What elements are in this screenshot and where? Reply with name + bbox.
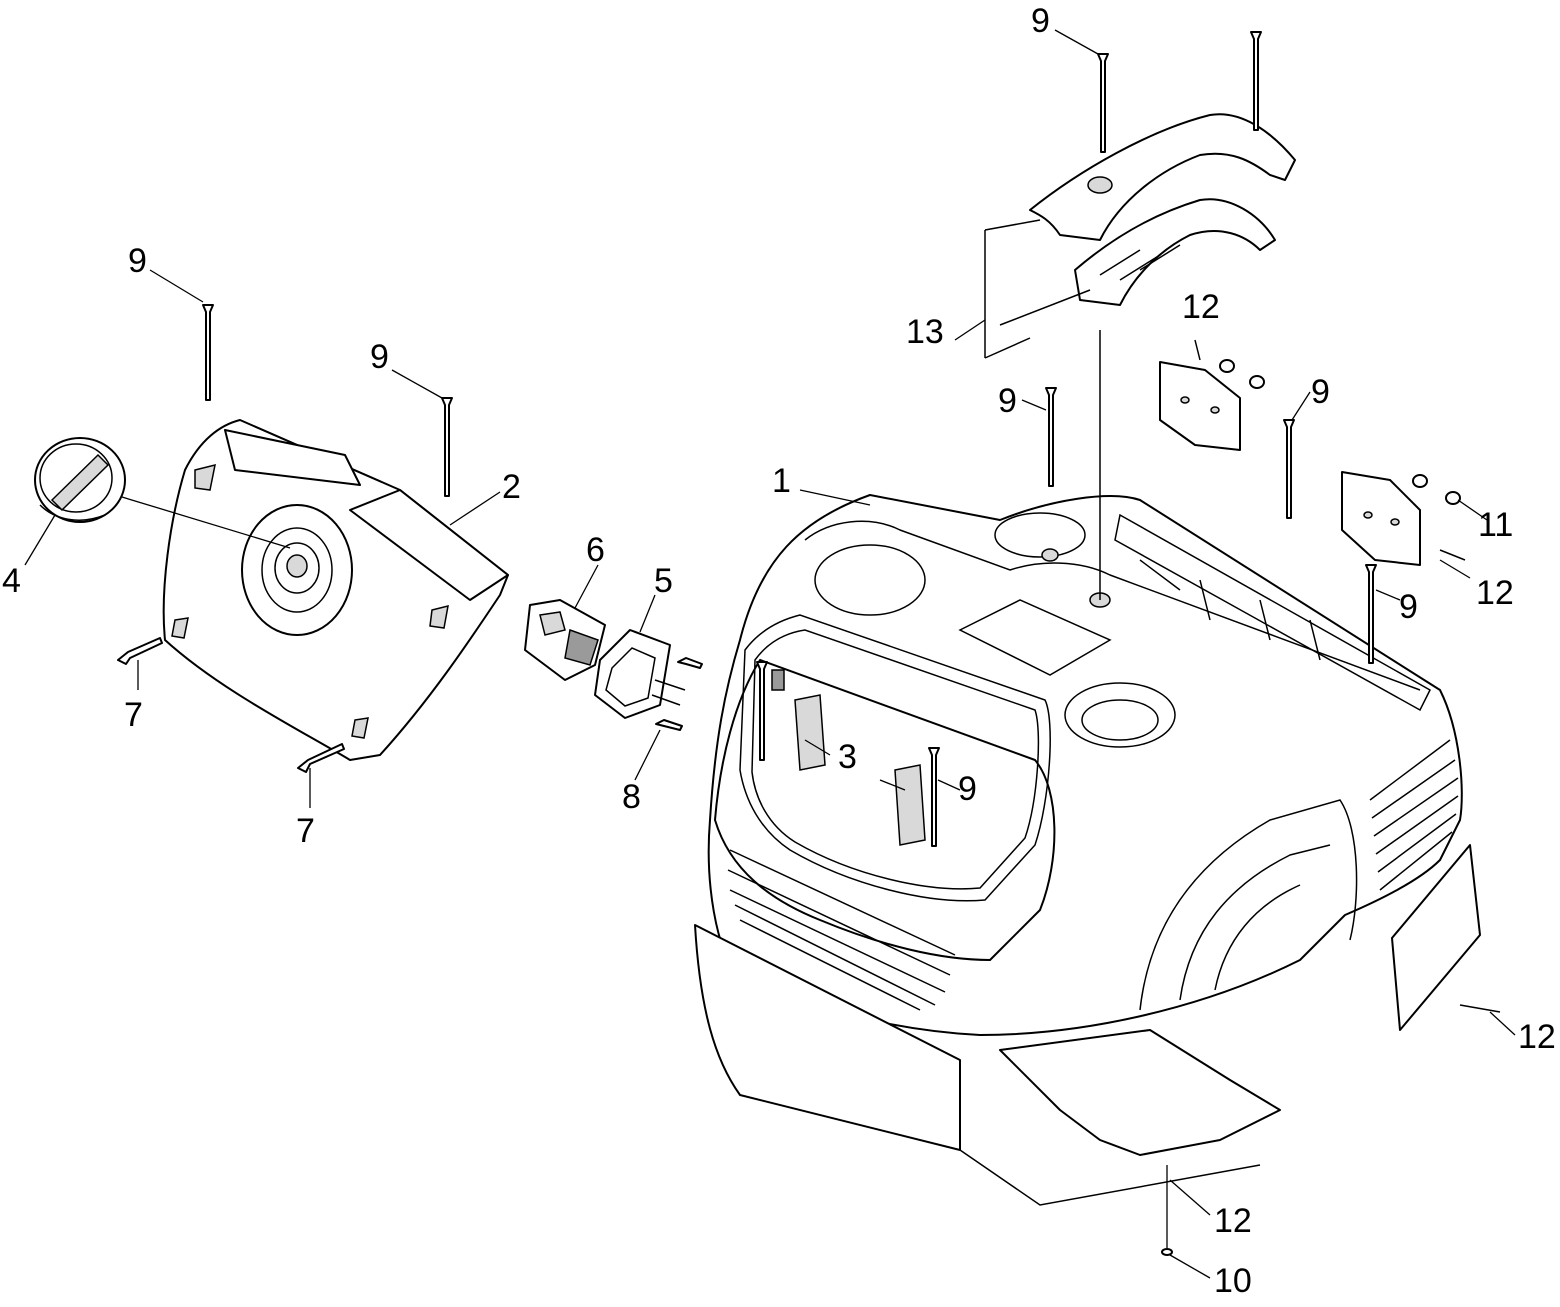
callout-9-panel-right: 9: [370, 338, 389, 376]
leader-lines: [24, 29, 1516, 1279]
knob: [34, 437, 126, 523]
callout-10: 10: [1214, 1262, 1252, 1300]
callout-9-front: 9: [958, 770, 977, 808]
long-screws: [202, 31, 1377, 847]
washers: [1219, 359, 1461, 505]
callout-2: 2: [502, 468, 521, 506]
callout-9-handle: 9: [1031, 2, 1050, 40]
callout-8: 8: [622, 778, 641, 816]
callout-13: 13: [906, 313, 944, 351]
callout-6: 6: [586, 531, 605, 569]
callout-11: 11: [1478, 506, 1513, 544]
callout-12-top: 12: [1182, 288, 1220, 326]
switch-holder: [594, 629, 686, 719]
callout-9-side: 9: [1399, 588, 1418, 626]
short-screws: [117, 637, 1173, 1256]
callout-12-bottom: 12: [1214, 1202, 1252, 1240]
callout-9-center: 9: [998, 382, 1017, 420]
foam-pads: [694, 339, 1501, 1206]
callout-7-left: 7: [124, 696, 143, 734]
callout-12-rear: 12: [1476, 574, 1514, 612]
callout-4: 4: [2, 562, 21, 600]
side-panel: [162, 419, 509, 761]
callout-1: 1: [772, 462, 791, 500]
main-housing: [707, 494, 1463, 1036]
callout-9-rear: 9: [1311, 373, 1330, 411]
callout-5: 5: [654, 562, 673, 600]
callout-3: 3: [838, 738, 857, 776]
callout-7-bottom: 7: [296, 812, 315, 850]
callout-12-side: 12: [1518, 1018, 1556, 1056]
callout-9-panel-left: 9: [128, 242, 147, 280]
switch: [524, 599, 606, 681]
top-handle: [984, 113, 1296, 600]
